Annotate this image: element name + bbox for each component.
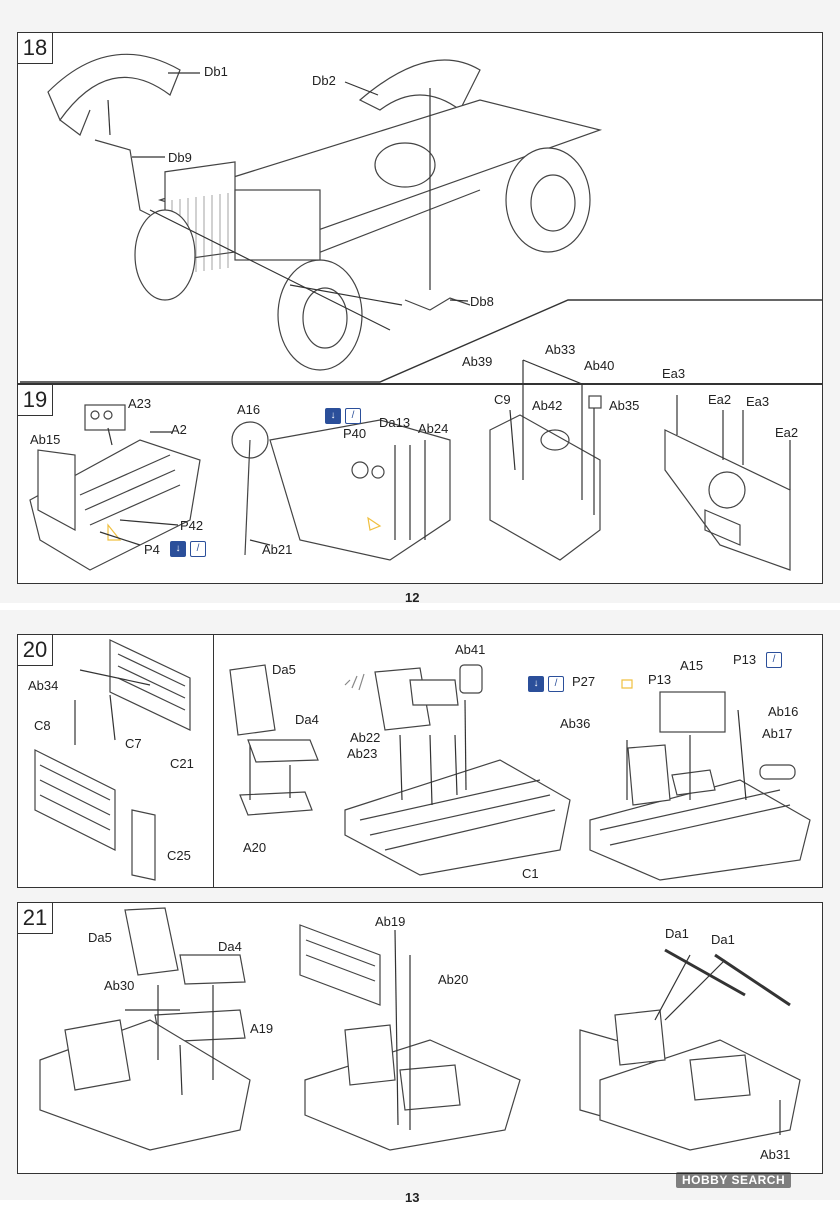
part-label: Ea3 [746,394,770,409]
step-20-illustration [34,639,811,881]
part-label: P42 [180,518,204,533]
part-label: Da5 [272,662,296,677]
page-12: 18 19 [0,0,840,605]
part-label: Ab20 [438,972,469,987]
part-label: Ab42 [532,398,563,413]
part-label: Ab23 [347,746,378,761]
part-label: Ab35 [609,398,640,413]
part-label: C21 [170,756,194,771]
part-label: Ab22 [350,730,381,745]
part-label: Ab34 [28,678,59,693]
part-label: A15 [680,658,704,673]
part-label: Ea2 [708,392,732,407]
brush-icon: / [548,676,564,692]
part-label: Db2 [312,73,336,88]
page-number: 12 [405,590,420,605]
step-18-number: 18 [18,33,53,64]
part-label: Ab30 [104,978,135,993]
part-label: A19 [250,1021,274,1036]
part-label: Ab19 [375,914,406,929]
part-label: Ab16 [768,704,799,719]
part-label: C8 [34,718,51,733]
part-label: C7 [125,736,142,751]
part-label: A23 [128,396,152,411]
part-label: Ab31 [760,1147,791,1162]
part-label: Ab40 [584,358,615,373]
part-label: Da1 [711,932,735,947]
part-label: Ab24 [418,421,449,436]
glue-icon: ↓ [325,408,341,424]
part-label: Ea2 [775,425,799,440]
part-label: P13 [733,652,757,667]
page-number: 13 [405,1190,420,1205]
part-label: C9 [494,392,511,407]
part-label: P4 [144,542,160,557]
part-label: Db9 [168,150,192,165]
brush-icon: / [345,408,361,424]
part-label: Da4 [218,939,242,954]
part-label: P40 [343,426,367,441]
part-label: Db1 [204,64,228,79]
step-19-number: 19 [18,385,53,416]
part-label: Ab33 [545,342,576,357]
step-20-number: 20 [18,635,53,666]
part-label: C25 [167,848,191,863]
part-label: Ab21 [262,542,293,557]
brush-icon: / [190,541,206,557]
part-label: P27 [572,674,596,689]
part-label: Da4 [295,712,319,727]
part-label: A20 [243,840,267,855]
step-21-illustration [39,907,801,1151]
part-label: P13 [648,672,672,687]
step-21-number: 21 [18,903,53,934]
part-label: Ab36 [560,716,591,731]
part-label: Ab41 [455,642,486,657]
part-label: Db8 [470,294,494,309]
step-19-illustration [29,359,791,571]
watermark: HOBBY SEARCH [676,1172,792,1188]
part-label: Ab17 [762,726,793,741]
part-label: Ab15 [30,432,61,447]
glue-icon: ↓ [528,676,544,692]
part-label: Da13 [379,415,411,430]
step-18-illustration [20,53,822,383]
page-13: 20 21 [0,610,840,1205]
part-label: Da5 [88,930,112,945]
part-label: A16 [237,402,261,417]
part-label: A2 [171,422,187,437]
part-label: Da1 [665,926,689,941]
part-label: Ea3 [662,366,686,381]
part-label: C1 [522,866,539,881]
part-label: Ab39 [462,354,493,369]
brush-icon: / [766,652,782,668]
glue-icon: ↓ [170,541,186,557]
